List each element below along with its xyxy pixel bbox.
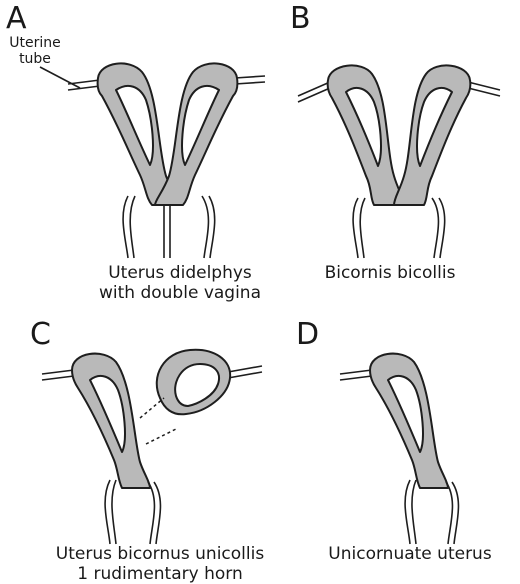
uterine-tube-leader <box>40 67 80 88</box>
right-tube-a <box>235 76 265 84</box>
left-tube-c <box>42 370 74 380</box>
unicornuate-uterus-figure <box>340 354 458 544</box>
rudimentary-horn-c <box>157 350 230 415</box>
right-vagina-wall-c <box>148 482 160 544</box>
left-vagina-a <box>123 196 135 258</box>
right-tube-c <box>228 366 262 378</box>
dashed-connector-upper <box>140 398 164 418</box>
right-horn-b <box>394 65 470 205</box>
left-tube-b <box>298 82 330 102</box>
right-tube-b <box>468 82 500 96</box>
left-vagina-wall-d <box>405 480 416 544</box>
main-horn-c <box>72 354 150 488</box>
left-tube-d <box>340 370 372 380</box>
bicornus-unicollis-figure <box>42 350 262 544</box>
right-vagina-wall-b <box>432 198 445 258</box>
right-horn-a <box>155 63 237 205</box>
left-horn-b <box>328 65 404 205</box>
right-vagina-a <box>202 196 215 258</box>
dashed-connector-lower <box>146 428 178 444</box>
uterus-didelphys-figure <box>40 63 265 258</box>
single-horn-d <box>370 354 448 488</box>
right-vagina-wall-d <box>446 482 458 544</box>
bicornis-bicollis-figure <box>298 65 500 258</box>
septum-a <box>164 205 170 258</box>
left-vagina-wall-b <box>353 198 365 258</box>
left-vagina-wall-c <box>105 480 116 544</box>
